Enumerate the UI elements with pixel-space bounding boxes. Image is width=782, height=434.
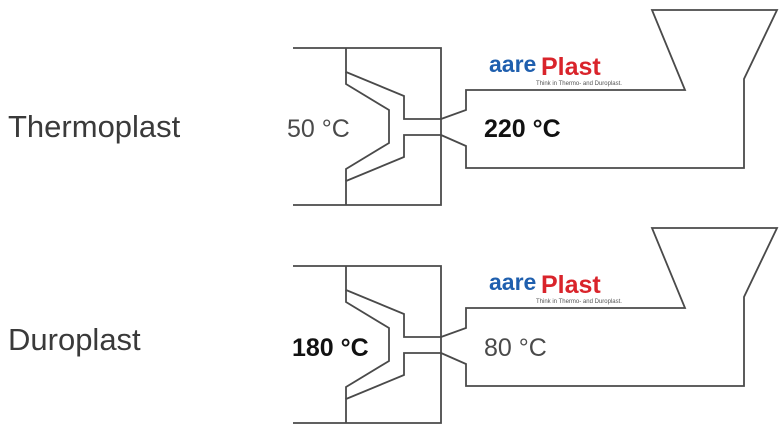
logo-brand-plast: Plast xyxy=(541,53,601,81)
aareplast-logo: aare Plast Think in Thermo- and Duroplas… xyxy=(489,51,622,87)
mold-cavity-outer-top xyxy=(345,266,441,338)
thermoplast-row: Thermoplast 50 °C 220 °C aare Plast Thin… xyxy=(8,9,779,206)
barrel-and-hopper-outline xyxy=(440,227,779,387)
mold-cavity-inner xyxy=(345,290,390,399)
row-label-thermoplast: Thermoplast xyxy=(8,109,181,144)
aareplast-logo: aare Plast Think in Thermo- and Duroplas… xyxy=(489,269,622,305)
mold-cavity-inner xyxy=(345,72,390,181)
duroplast-row: Duroplast 180 °C 80 °C aare Plast Think … xyxy=(8,227,779,424)
logo-brand-plast: Plast xyxy=(541,271,601,299)
mold-cavity-outer-bottom xyxy=(345,352,441,423)
mold-temperature: 180 °C xyxy=(292,334,369,362)
injection-unit xyxy=(440,227,779,387)
mold-block xyxy=(293,47,442,206)
barrel-temperature: 80 °C xyxy=(484,334,547,362)
logo-brand-aare: aare xyxy=(489,269,536,295)
mold-outline xyxy=(293,47,442,206)
mold-cavity-outer-top xyxy=(345,48,441,120)
barrel-and-hopper-outline xyxy=(440,9,779,169)
logo-brand-aare: aare xyxy=(489,51,536,77)
row-label-duroplast: Duroplast xyxy=(8,322,141,357)
barrel-temperature: 220 °C xyxy=(484,115,561,143)
mold-cavity-outer-bottom xyxy=(345,134,441,205)
injection-unit xyxy=(440,9,779,169)
logo-tagline: Think in Thermo- and Duroplast. xyxy=(536,299,622,305)
logo-tagline: Think in Thermo- and Duroplast. xyxy=(536,81,622,87)
mold-outline xyxy=(293,265,442,424)
mold-block xyxy=(293,265,442,424)
mold-temperature: 50 °C xyxy=(287,115,350,143)
